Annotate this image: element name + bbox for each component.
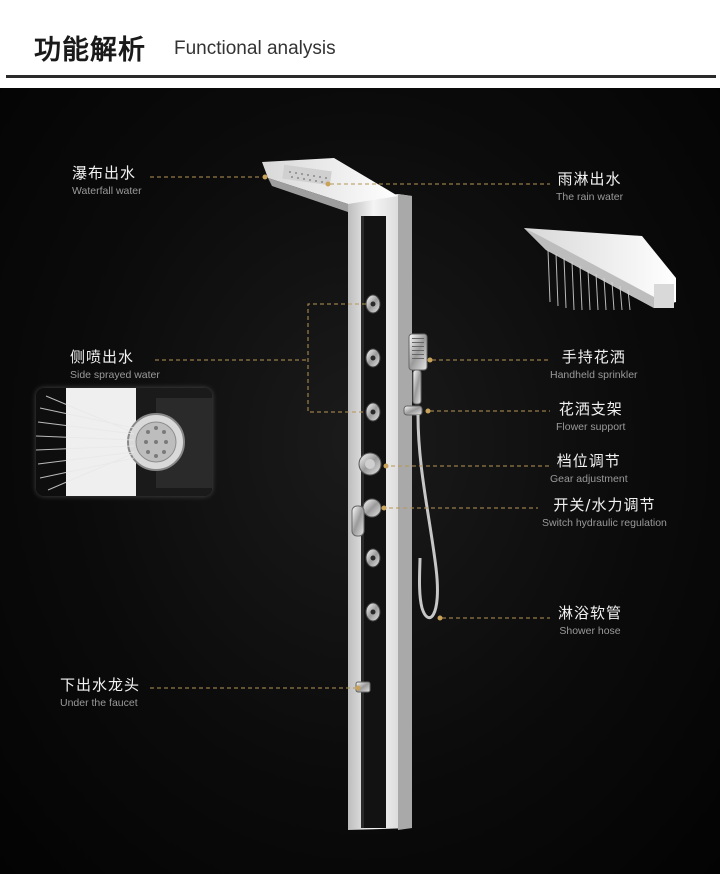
waterfall-head [262,158,398,212]
label-side-spray: 侧喷出水 Side sprayed water [70,346,160,381]
label-en: Gear adjustment [550,473,628,485]
switch-lever [351,498,382,537]
label-en: Under the faucet [60,697,138,709]
label-zh: 手持花洒 [561,348,626,366]
label-en: Switch hydraulic regulation [542,517,667,529]
label-waterfall: 瀑布出水 Waterfall water [72,162,142,197]
header-divider [6,75,716,78]
label-zh: 侧喷出水 [70,348,135,366]
label-support: 花洒支架 Flower support [556,398,625,433]
handheld-shower [403,333,439,620]
label-zh: 雨淋出水 [557,170,622,188]
page-header: 功能解析 Functional analysis [0,0,720,88]
label-en: Handheld sprinkler [550,369,638,381]
label-switch: 开关/水力调节 Switch hydraulic regulation [542,494,667,529]
label-en: Waterfall water [72,185,142,197]
label-faucet: 下出水龙头 Under the faucet [60,674,140,709]
label-handheld: 手持花洒 Handheld sprinkler [550,346,638,381]
label-en: Shower hose [559,625,621,637]
gear-knob [358,452,382,476]
label-en: Flower support [556,421,626,433]
label-zh: 下出水龙头 [60,676,141,694]
label-zh: 开关/水力调节 [553,496,656,514]
label-zh: 档位调节 [556,452,621,470]
rain-head-image [524,228,676,311]
label-zh: 淋浴软管 [558,604,623,622]
label-en: Side sprayed water [70,369,160,381]
shower-panel-illustration [150,158,676,830]
side-spray-inset [36,388,212,496]
side-jet-closeup [36,388,212,496]
label-gear: 档位调节 Gear adjustment [550,450,628,485]
callout-dots [262,174,443,691]
label-rain: 雨淋出水 The rain water [556,168,623,203]
label-en: The rain water [556,191,624,203]
label-zh: 瀑布出水 [72,164,137,182]
product-stage: 瀑布出水 Waterfall water 侧喷出水 Side sprayed w… [0,88,720,874]
callout-lines [150,176,550,689]
page-title: 功能解析 [34,35,146,66]
label-hose: 淋浴软管 Shower hose [558,602,622,637]
label-zh: 花洒支架 [558,400,623,418]
page-subtitle: Functional analysis [174,38,336,59]
